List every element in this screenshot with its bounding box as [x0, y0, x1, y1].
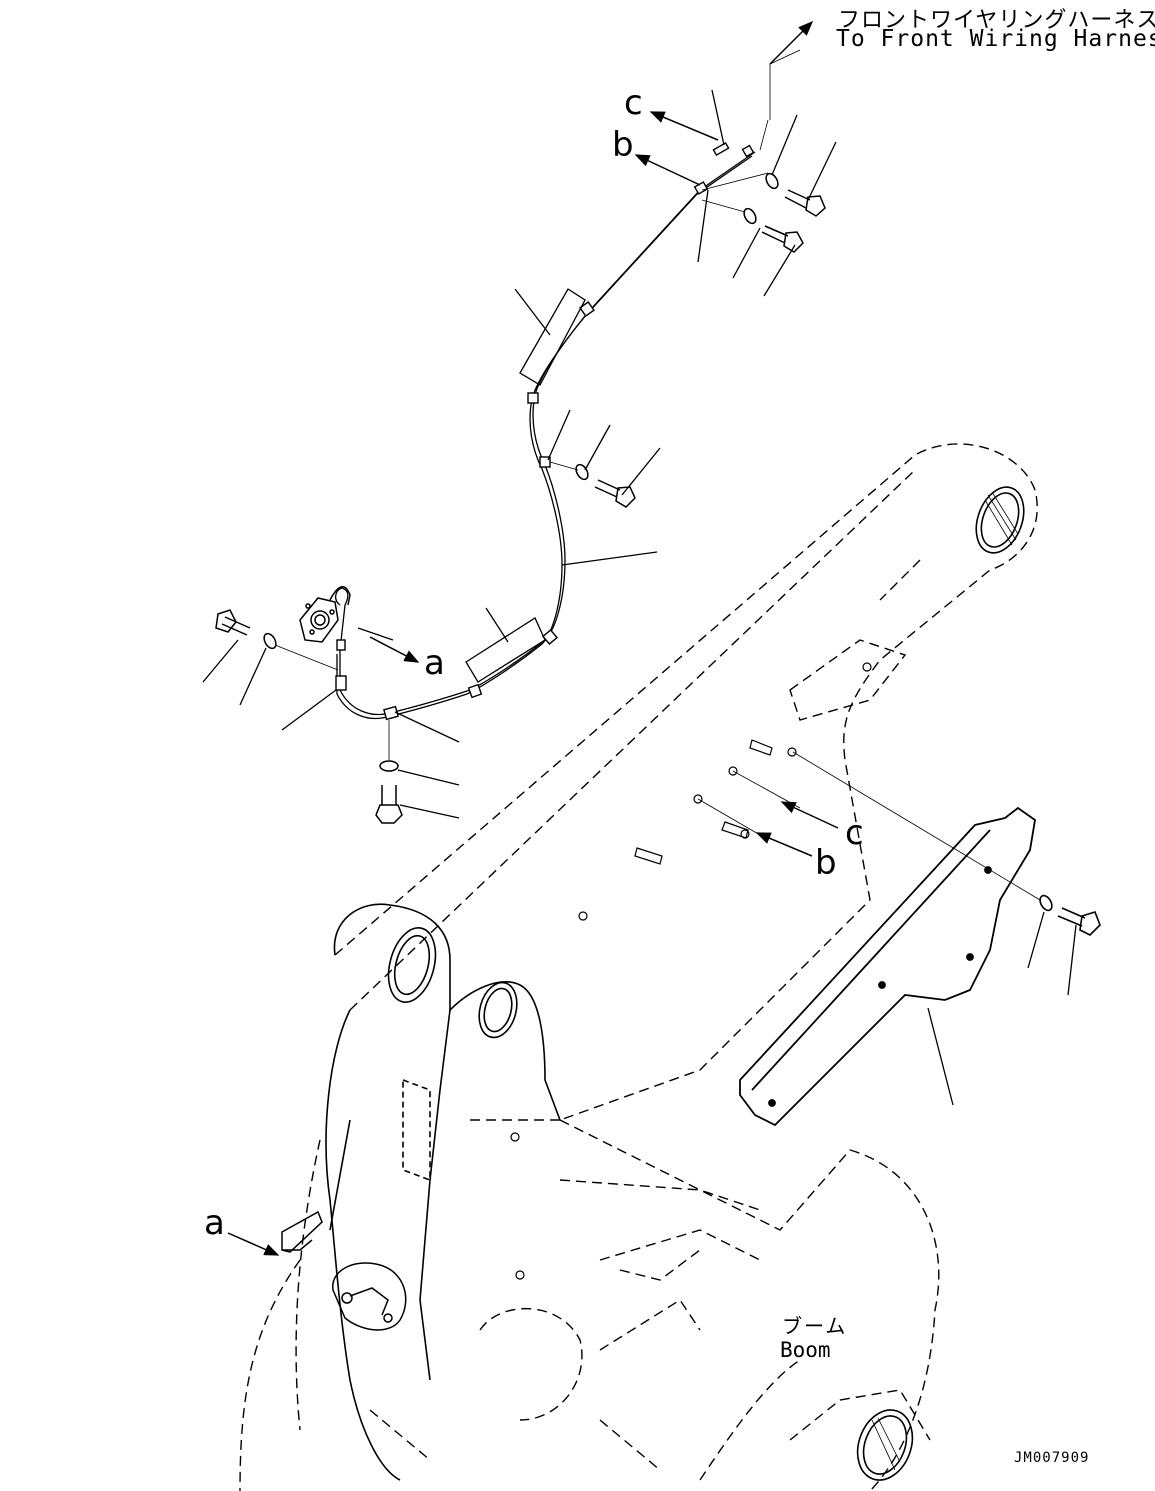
- drawing-code: JM007909: [1014, 1450, 1090, 1466]
- harness-clips: [335, 141, 755, 721]
- harness-label-en: To Front Wiring Harness: [836, 26, 1155, 52]
- harness-label-jp: フロントワイヤリングハーネスへ: [838, 8, 1155, 33]
- detail-a-sensor: [281, 1210, 407, 1331]
- ref-b-top: b: [612, 125, 634, 165]
- ref-a-bottom: a: [204, 1203, 225, 1243]
- ref-c-bottom: c: [845, 813, 864, 853]
- boom-body: [239, 443, 1038, 1491]
- harness: [335, 151, 756, 720]
- leader-lines: [202, 89, 1077, 1106]
- guard-bolt: [1039, 894, 1101, 936]
- arrows: [227, 20, 839, 1256]
- boom-bottom-pin: [856, 1409, 914, 1481]
- harness-sleeves: [465, 288, 586, 683]
- boom-label-en: Boom: [780, 1338, 831, 1362]
- boom-studs: [510, 662, 872, 1280]
- boom-foot: [325, 903, 561, 1481]
- ref-a-top: a: [424, 643, 445, 683]
- harness-bolts: [215, 172, 826, 824]
- boom-top-pin: [975, 486, 1025, 554]
- boom-label-jp: ブーム: [782, 1314, 848, 1338]
- guard-plate: [739, 806, 1036, 1127]
- ref-c-top: c: [624, 83, 643, 123]
- alignment-lines: [274, 49, 1041, 901]
- ref-b-bottom: b: [815, 843, 837, 883]
- sensor: [299, 586, 351, 643]
